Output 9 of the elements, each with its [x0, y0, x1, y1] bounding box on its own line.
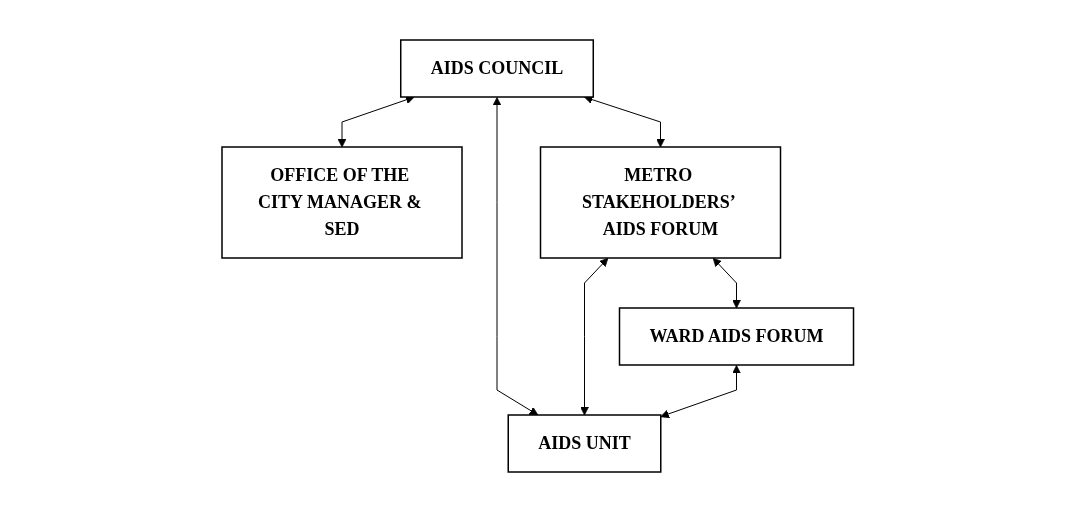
arrow: [492, 97, 539, 416]
arrow: [660, 365, 742, 419]
node-box: WARD AIDS FORUM: [619, 307, 855, 366]
node-box: AIDS COUNCIL: [400, 39, 595, 98]
arrow: [713, 257, 742, 309]
node-box: OFFICE OF THE CITY MANAGER & SED: [221, 146, 463, 259]
arrow: [580, 257, 609, 416]
node-box: AIDS UNIT: [507, 414, 662, 473]
node-box: METRO STAKEHOLDERS’ AIDS FORUM: [540, 146, 782, 259]
